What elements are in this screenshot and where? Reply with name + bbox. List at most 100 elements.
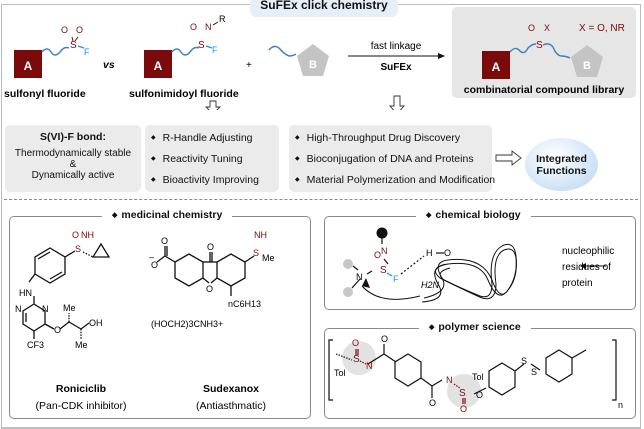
bond-box-title: S(VI)-F bond:: [40, 131, 106, 143]
atom-label: F: [393, 274, 399, 284]
annotation-line: residues of: [562, 262, 611, 273]
tuning-list: R-Handle Adjusting Reactivity Tuning Bio…: [151, 128, 279, 191]
atom-label: Me: [262, 253, 275, 263]
section-divider: [4, 199, 638, 200]
chain-line: [41, 46, 70, 56]
atom-label: CF3: [27, 340, 44, 350]
panel-title: medicinal chemistry: [102, 209, 233, 221]
result-line: Integrated: [536, 152, 587, 165]
atom-label: O: [381, 334, 388, 344]
atom-f: F: [212, 45, 218, 55]
polymer-science-panel: polymer science: [324, 321, 636, 419]
atom-o: O: [528, 23, 535, 33]
atom-label: O: [54, 325, 61, 335]
application-item: Material Polymerization and Modification: [295, 170, 496, 191]
plus-sign: +: [246, 60, 252, 71]
block-b-label: B: [309, 59, 317, 71]
arrow-head-icon: [580, 263, 586, 269]
atom-n: N: [205, 22, 212, 32]
tuning-box: R-Handle Adjusting Reactivity Tuning Bio…: [145, 125, 279, 192]
chemical-biology-panel: chemical biology: [324, 209, 636, 310]
atom-o: O: [61, 25, 68, 35]
atom-label: –: [149, 252, 154, 262]
integrated-functions-bubble: Integrated Functions: [525, 138, 598, 191]
atom-label: O: [161, 236, 168, 246]
atom-label: N: [15, 304, 22, 314]
atom-label: N: [446, 375, 453, 385]
bond-properties-box: S(VI)-F bond: Thermodynamically stable &…: [5, 125, 141, 192]
atom-label: S: [380, 265, 387, 276]
atom-label: O: [206, 284, 213, 294]
x-definition-note: X = O, NR: [579, 23, 625, 34]
atom-r: R: [219, 14, 226, 24]
down-arrow-icon: [204, 100, 222, 110]
repeat-unit-label: n: [618, 400, 623, 410]
atom-label: HN: [19, 288, 32, 298]
compound-description: (Antiasthmatic): [196, 400, 266, 412]
chemical-biology-scheme: O N S F N H O H2N nucleophilic residues …: [343, 227, 614, 303]
atom-f: F: [84, 47, 90, 57]
applications-list: High-Throughput Drug Discovery Bioconjug…: [295, 128, 496, 191]
atom-label: Me: [75, 340, 88, 350]
block-b-label: B: [583, 60, 591, 72]
atom-label: S: [459, 388, 466, 399]
atom-label: N: [366, 361, 373, 371]
block-a-label: A: [492, 60, 501, 74]
atom-label: O: [207, 242, 214, 252]
atom-label: Me: [63, 303, 76, 313]
medicinal-chemistry-panel: medicinal chemistry: [9, 209, 311, 419]
right-arrow-icon: [495, 150, 522, 166]
highlight-circle: [447, 374, 481, 408]
atom-o: O: [76, 25, 83, 35]
atom-label: NH: [254, 230, 267, 240]
down-arrow-icon: [389, 95, 405, 110]
atom-label: (HOCH2)3CNH3+: [151, 319, 223, 329]
block-a-icon: [482, 51, 510, 79]
block-a-label: A: [154, 59, 163, 73]
sulfonyl-fluoride-label: sulfonyl fluoride: [4, 88, 86, 100]
vs-label: vs: [103, 59, 115, 71]
application-item: Bioconjugation of DNA and Proteins: [295, 149, 492, 170]
compound-name: Roniciclib: [56, 383, 106, 395]
tuning-item: Reactivity Tuning: [151, 149, 279, 170]
panel-title: chemical biology: [416, 209, 531, 221]
highlight-circle: [342, 341, 376, 375]
atom-label: N: [42, 304, 49, 314]
atom-label: nC6H13: [228, 299, 261, 309]
block-a-label: A: [24, 59, 33, 73]
atom-label: O: [151, 260, 158, 270]
tuning-item: R-Handle Adjusting: [151, 128, 279, 149]
atom-s: S: [70, 40, 77, 51]
atom-label: NH: [81, 230, 94, 240]
atom-label: OH: [89, 318, 103, 328]
applications-box: High-Throughput Drug Discovery Bioconjug…: [289, 125, 496, 192]
polymer-structure: O S N Tol O O N S O Tol O S S n: [328, 334, 623, 414]
atom-label: S: [521, 356, 527, 366]
block-a-icon: [14, 50, 42, 78]
sulfonimidoyl-fluoride-label: sulfonimidoyl fluoride: [129, 88, 239, 100]
atom-x: X: [544, 23, 550, 33]
block-b-icon: [571, 45, 603, 77]
sudexanox-structure: [156, 246, 255, 296]
arrow-top-label: fast linkage: [371, 41, 422, 52]
atom-label: S: [531, 367, 537, 377]
atom-o: O: [190, 22, 197, 32]
compound-description: (Pan-CDK inhibitor): [35, 400, 126, 412]
library-label: combinatorial compound library: [464, 84, 625, 96]
compound-name: Sudexanox: [203, 383, 259, 395]
atom-label: S: [75, 244, 81, 254]
atom-label: O: [374, 250, 381, 260]
atom-label: Tol: [334, 368, 346, 378]
application-item: High-Throughput Drug Discovery: [295, 128, 492, 149]
atom-label: H2N: [421, 280, 440, 290]
arrow-head-icon: [438, 53, 445, 59]
panel-title: polymer science: [419, 321, 531, 333]
atom-label: S: [253, 248, 259, 258]
atom-s: S: [536, 40, 543, 51]
block-b-icon: [297, 44, 329, 76]
atom-s: S: [198, 40, 205, 51]
chain-line: [268, 45, 297, 57]
bond-line: Dynamically active: [31, 170, 115, 181]
atom-label: N: [356, 272, 363, 282]
atom-label: Tol: [472, 372, 484, 382]
